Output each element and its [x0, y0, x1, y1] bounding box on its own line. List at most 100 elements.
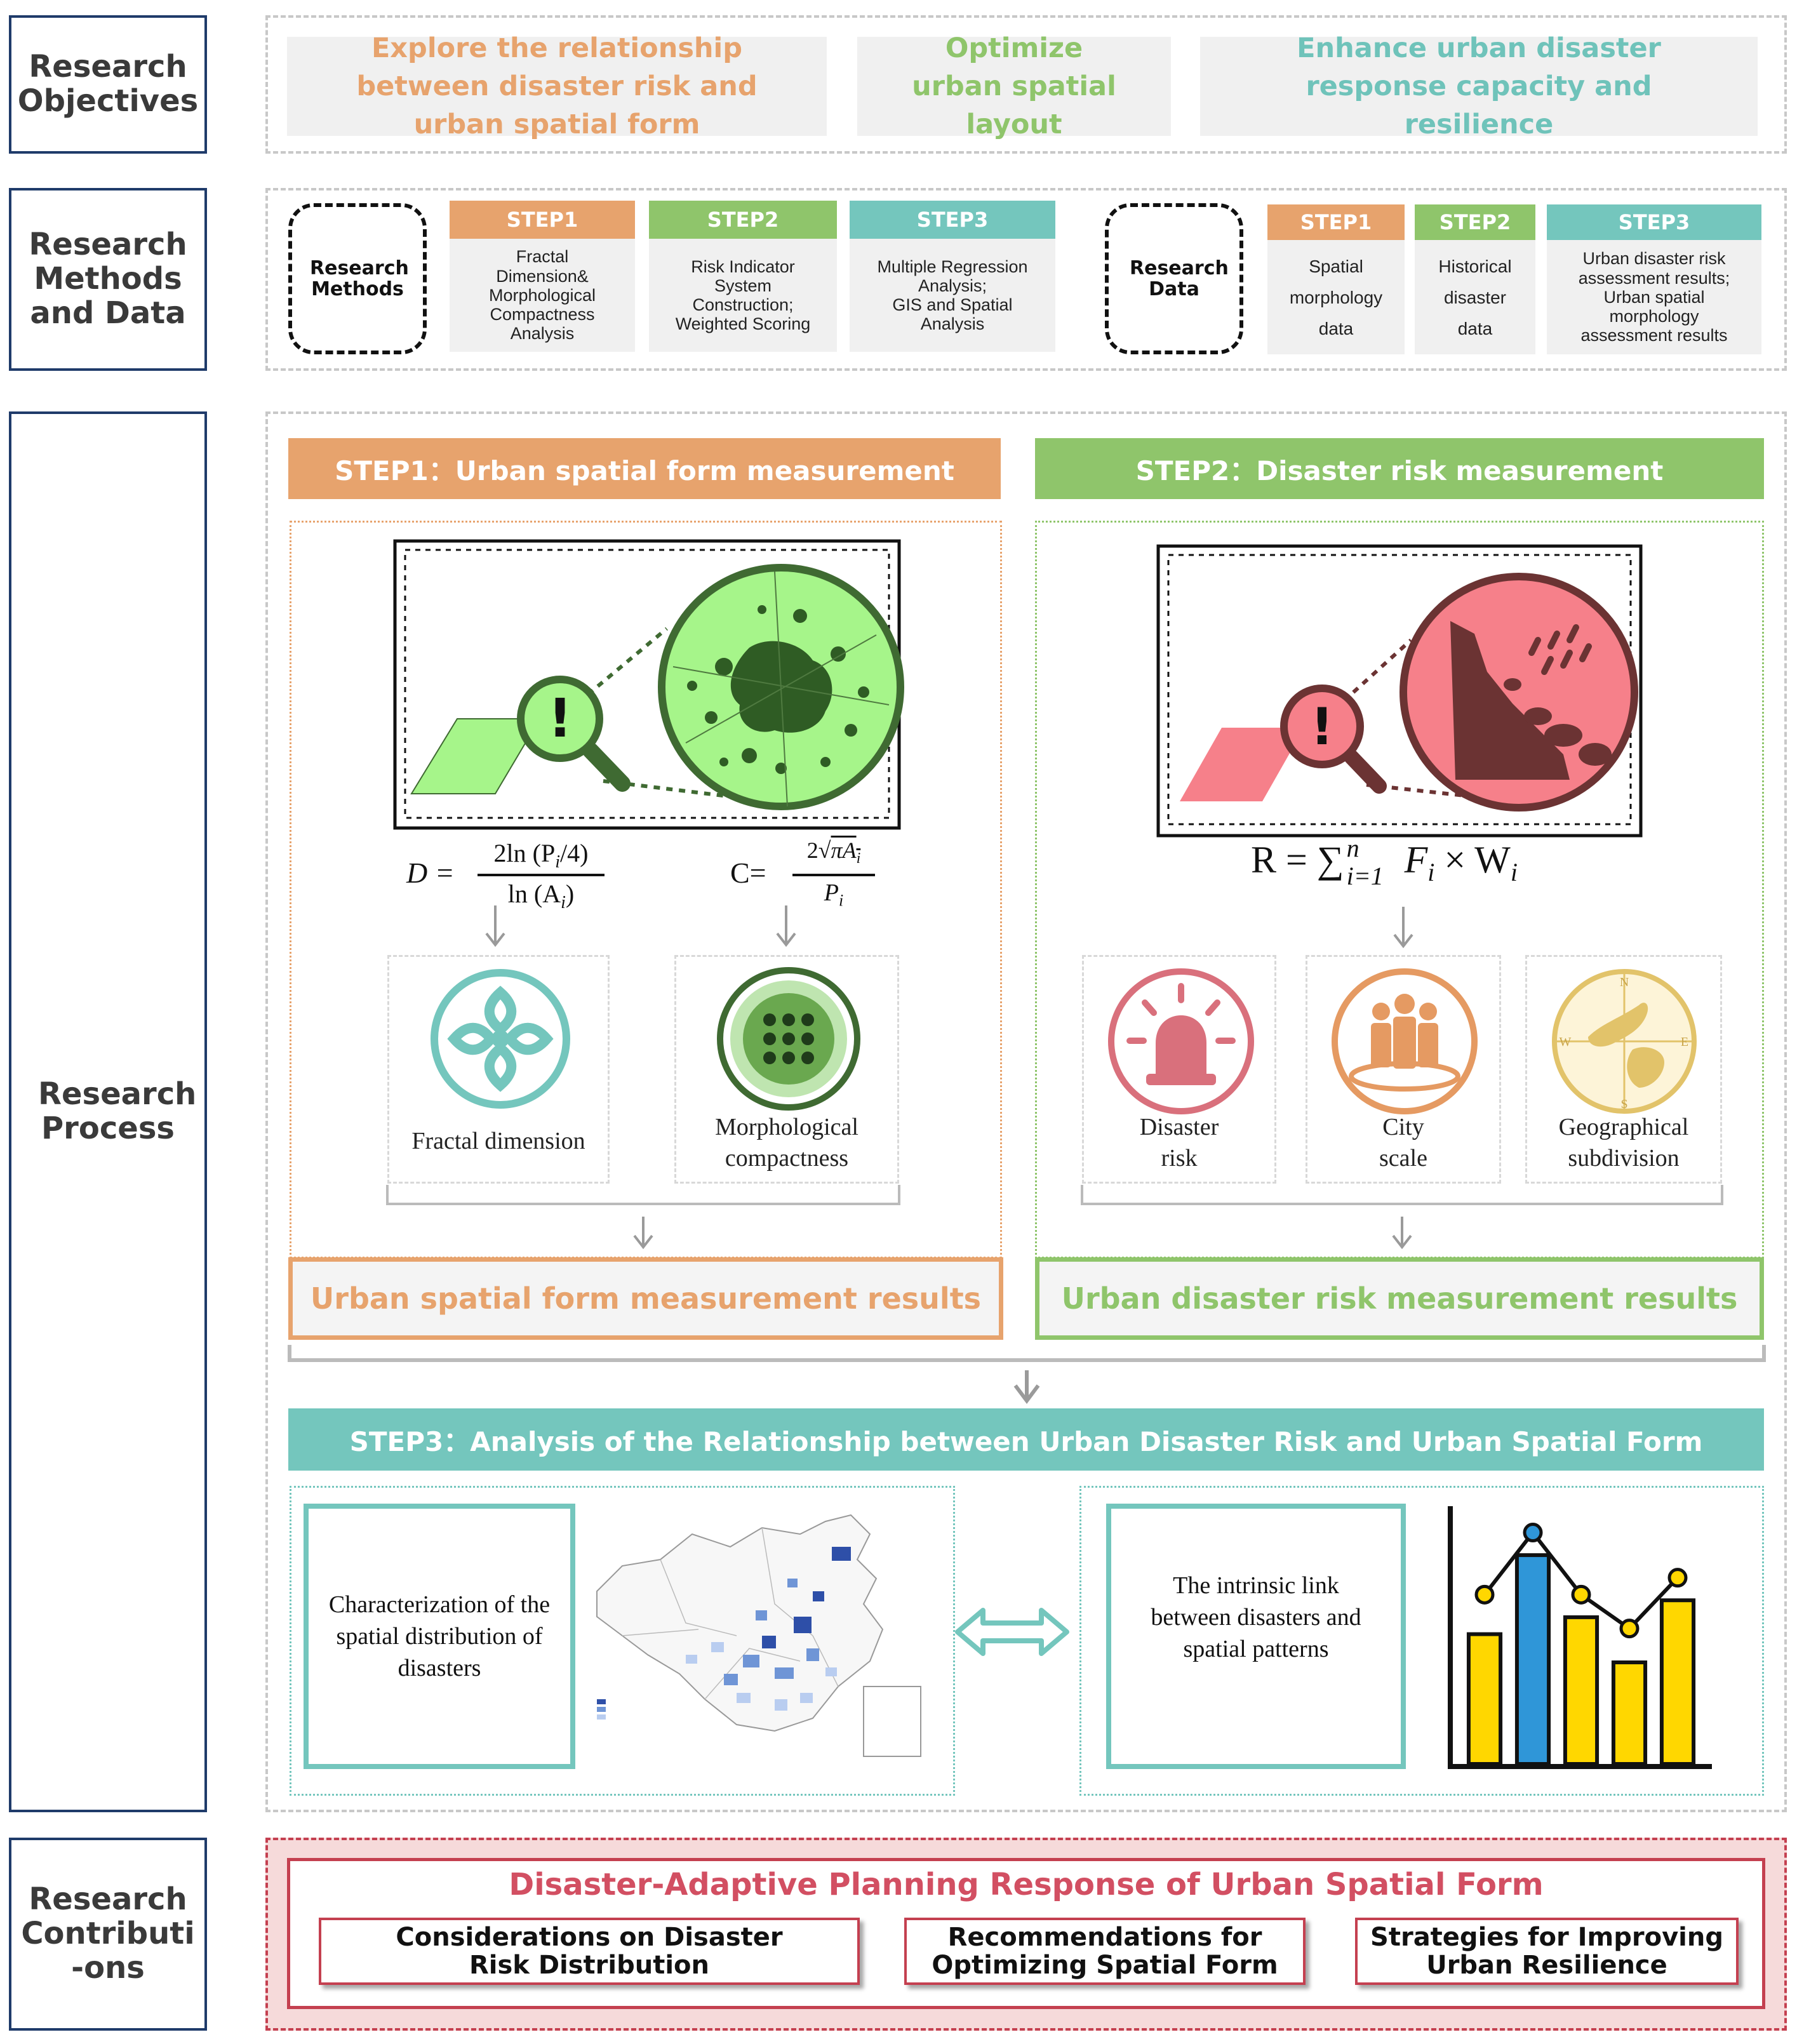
arrow-down-fractal [485, 905, 505, 947]
formula-c-den: P [824, 879, 839, 906]
data-step2-body: Historical disaster data [1415, 240, 1535, 354]
formula-c-fraction-bar [792, 874, 875, 876]
contribution-risk-distribution-text: Considerations on Disaster Risk Distribu… [396, 1923, 783, 1980]
formula-r-times: × W [1434, 839, 1511, 881]
formula-d-den-sub: i [561, 893, 566, 912]
form-results-text: Urban spatial form measurement results [310, 1281, 982, 1316]
formula-c-radicand: πAi [831, 838, 861, 867]
svg-text:!: ! [1311, 697, 1333, 756]
people-group-icon [1332, 968, 1478, 1114]
side-label-methods: Research Methods and Data [9, 188, 207, 371]
formula-c-rad-sub: i [856, 850, 861, 867]
research-methods-text: Research Methods [310, 257, 409, 300]
side-label-methods-text: Research Methods and Data [29, 227, 187, 331]
geographical-subdivision-card: N S E W Geographical subdivision [1525, 955, 1722, 1184]
data-step3-title: STEP3 [1618, 210, 1690, 234]
intrinsic-link-text: The intrinsic link between disasters and… [1151, 1572, 1361, 1663]
formula-d-num: 2ln (P [493, 839, 556, 867]
fractal-dimension-icon [431, 969, 570, 1109]
urban-form-magnifier-illustration: ! [393, 539, 904, 830]
morphological-compactness-label: Morphological compactness [715, 1114, 858, 1172]
characterization-text: Characterization of the spatial distribu… [328, 1591, 551, 1682]
side-label-process-text: Research Process [38, 1076, 197, 1146]
formula-d-den-end: ) [565, 879, 575, 908]
compass-map-icon: N S E W [1552, 969, 1697, 1114]
data-step3-body: Urban disaster risk assessment results; … [1547, 240, 1761, 354]
data-step2-title: STEP2 [1439, 210, 1511, 234]
objective-layout: Optimize urban spatial layout [857, 32, 1171, 140]
research-data-text: Research Data [1130, 257, 1229, 300]
formula-r-main: R = ∑ [1251, 839, 1344, 881]
objective-relationship-text: Explore the relationship between disaste… [356, 32, 758, 141]
chart-series-line [1483, 1529, 1680, 1631]
geographical-subdivision-label: Geographical subdivision [1558, 1114, 1689, 1172]
formula-c-coef: 2 [806, 838, 818, 863]
intrinsic-link-box: The intrinsic link between disasters and… [1106, 1504, 1406, 1769]
compass-n-label: N [1620, 975, 1629, 989]
city-scale-card: City scale [1306, 955, 1501, 1184]
chart-point [1667, 1568, 1688, 1588]
arrow-down-compactness [776, 905, 796, 947]
svg-text:!: ! [548, 687, 572, 749]
chart-bar [1466, 1632, 1503, 1766]
china-disaster-map [596, 1514, 921, 1757]
step1-bracket-arrow [386, 1185, 900, 1250]
method-step1-header: STEP1 [450, 201, 635, 239]
contributions-title: Disaster-Adaptive Planning Response of U… [287, 1867, 1765, 1905]
data-step1-title: STEP1 [1300, 210, 1372, 234]
step3-title-band: STEP3：Analysis of the Relationship betwe… [288, 1408, 1764, 1471]
method-step1-body: Fractal Dimension& Morphological Compact… [450, 239, 635, 352]
method-step2-title: STEP2 [707, 208, 779, 232]
chart-point [1619, 1619, 1640, 1639]
relationship-chart [1448, 1506, 1712, 1769]
formula-d-num-end: /4) [560, 839, 589, 867]
method-step3-title: STEP3 [916, 208, 989, 232]
formula-r-f: F [1394, 839, 1428, 881]
formula-fractal-dimension: D = 2ln (Pi/4) ln (Ai) [406, 838, 616, 921]
method-step2-header: STEP2 [649, 201, 837, 239]
fractal-dimension-card: Fractal dimension [387, 955, 610, 1184]
side-label-contrib-line1: Research [29, 1881, 187, 1918]
compass-s-label: S [1620, 1097, 1627, 1111]
step3-left-frame [290, 1486, 955, 1796]
disaster-risk-label: Disaster risk [1139, 1114, 1219, 1172]
formula-c-rad: πA [831, 838, 857, 863]
fractal-dimension-label: Fractal dimension [411, 1128, 585, 1154]
arrow-down-risk [1393, 907, 1413, 949]
morphological-compactness-card: Morphological compactness [674, 955, 899, 1184]
research-data-box: Research Data [1105, 203, 1243, 354]
formula-r-sub: i=1 [1346, 862, 1384, 890]
contribution-risk-distribution: Considerations on Disaster Risk Distribu… [319, 1918, 860, 1985]
chart-bar [1563, 1615, 1600, 1766]
formula-c-left: C= [730, 857, 766, 889]
formula-d-numerator: 2ln (Pi/4) [478, 838, 605, 872]
method-step3-header: STEP3 [850, 201, 1055, 239]
disaster-risk-card: Disaster risk [1082, 955, 1276, 1184]
chart-point [1474, 1584, 1495, 1605]
formula-d-fraction-bar [478, 874, 605, 876]
step2-bracket-arrow [1081, 1185, 1723, 1250]
formula-c-denominator: Pi [792, 879, 875, 911]
step3-right-frame [1079, 1486, 1764, 1796]
data-step1-body: Spatial morphology data [1267, 240, 1405, 354]
step2-title-band: STEP2：Disaster risk measurement [1035, 438, 1764, 499]
formula-c-den-sub: i [838, 891, 844, 910]
chart-point [1571, 1584, 1591, 1605]
alarm-siren-icon [1108, 968, 1254, 1114]
side-label-contrib-line2: Contributi [21, 1916, 195, 1952]
city-scale-label: City scale [1379, 1114, 1427, 1172]
formula-r-w-sub: i [1510, 858, 1518, 886]
step1-title-text: STEP1：Urban spatial form measurement [335, 455, 954, 486]
formula-d-denominator: ln (Ai) [478, 879, 605, 913]
risk-results-box: Urban disaster risk measurement results [1035, 1257, 1764, 1340]
data-step2-header: STEP2 [1415, 204, 1535, 240]
chart-bar [1611, 1660, 1648, 1766]
form-results-box: Urban spatial form measurement results [288, 1257, 1003, 1340]
formula-d-num-sub: i [555, 852, 561, 872]
morphological-compactness-icon [717, 967, 860, 1111]
step2-title-text: STEP2：Disaster risk measurement [1135, 455, 1664, 486]
data-step3-header: STEP3 [1547, 204, 1761, 240]
side-label-objectives: Research Objectives [9, 15, 207, 154]
